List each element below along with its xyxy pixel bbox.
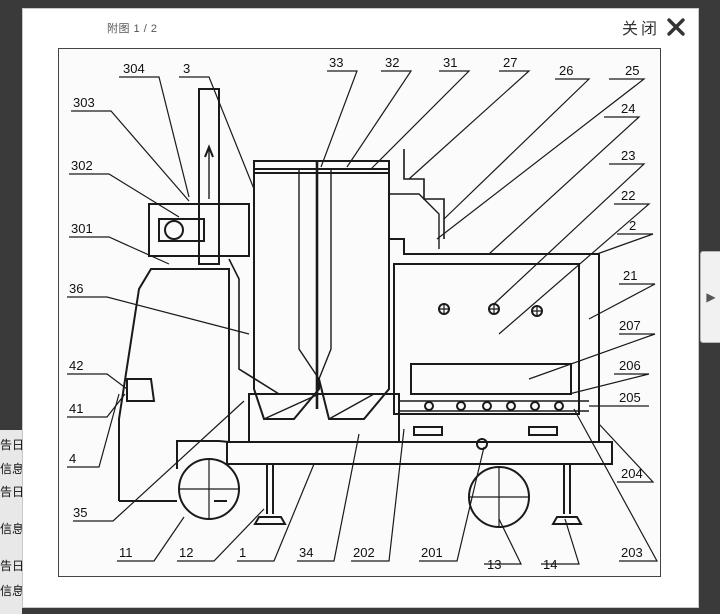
chevron-right-icon: ▶ bbox=[706, 290, 716, 304]
callout-label: 31 bbox=[443, 55, 457, 70]
water-tank bbox=[248, 393, 400, 443]
callout-label: 25 bbox=[625, 63, 639, 78]
callout-label: 204 bbox=[621, 466, 643, 481]
callout-label: 21 bbox=[623, 268, 637, 283]
callout-label: 14 bbox=[543, 557, 557, 572]
background-text: 信息 bbox=[0, 462, 25, 476]
callout-label: 22 bbox=[621, 188, 635, 203]
callout-label: 34 bbox=[299, 545, 313, 560]
patent-drawing: 304 3 303 302 301 36 42 41 4 35 11 12 1 … bbox=[58, 48, 661, 577]
callout-label: 2 bbox=[629, 218, 636, 233]
callout-label: 23 bbox=[621, 148, 635, 163]
close-button[interactable]: 关闭 bbox=[622, 15, 686, 39]
main-tank bbox=[253, 168, 390, 420]
callout-label: 33 bbox=[329, 55, 343, 70]
cab-outline bbox=[118, 268, 230, 501]
callout-label: 4 bbox=[69, 451, 76, 466]
callout-label: 205 bbox=[619, 390, 641, 405]
background-text: 信息 bbox=[0, 522, 25, 536]
callout-label: 41 bbox=[69, 401, 83, 416]
chimney bbox=[198, 88, 220, 265]
callout-label: 13 bbox=[487, 557, 501, 572]
background-sidebar bbox=[0, 430, 22, 614]
callout-label: 201 bbox=[421, 545, 443, 560]
callout-label: 27 bbox=[503, 55, 517, 70]
callout-label: 42 bbox=[69, 358, 83, 373]
callout-label: 302 bbox=[71, 158, 93, 173]
callout-label: 304 bbox=[123, 61, 145, 76]
close-label: 关闭 bbox=[621, 21, 660, 38]
callout-label: 24 bbox=[621, 101, 635, 116]
right-chamber bbox=[389, 238, 600, 442]
callout-label: 203 bbox=[621, 545, 643, 560]
base-platform bbox=[226, 441, 613, 465]
drawing-svg: 304 3 303 302 301 36 42 41 4 35 11 12 1 … bbox=[67, 55, 659, 572]
callout-label: 11 bbox=[119, 545, 133, 560]
callout-label: 26 bbox=[559, 63, 573, 78]
background-text: 告日 bbox=[0, 485, 25, 499]
callout-label: 12 bbox=[179, 545, 193, 560]
callout-label: 206 bbox=[619, 358, 641, 373]
callout-label: 36 bbox=[69, 281, 83, 296]
callout-label: 207 bbox=[619, 318, 641, 333]
callout-label: 303 bbox=[73, 95, 95, 110]
callout-label: 3 bbox=[183, 61, 190, 76]
callout-label: 35 bbox=[73, 505, 87, 520]
fan-box bbox=[148, 203, 250, 257]
image-counter: 附图 1 / 2 bbox=[107, 23, 158, 35]
background-text: 信息 bbox=[0, 584, 25, 598]
callout-label: 301 bbox=[71, 221, 93, 236]
background-text: 告日 bbox=[0, 438, 25, 452]
callout-label: 1 bbox=[239, 545, 246, 560]
close-icon bbox=[667, 18, 685, 36]
next-image-button[interactable]: ▶ bbox=[700, 251, 720, 343]
image-lightbox: 附图 1 / 2 关闭 bbox=[22, 8, 720, 608]
callout-label: 32 bbox=[385, 55, 399, 70]
callout-label: 202 bbox=[353, 545, 375, 560]
cab-window bbox=[126, 378, 156, 402]
background-text: 告日 bbox=[0, 559, 25, 573]
